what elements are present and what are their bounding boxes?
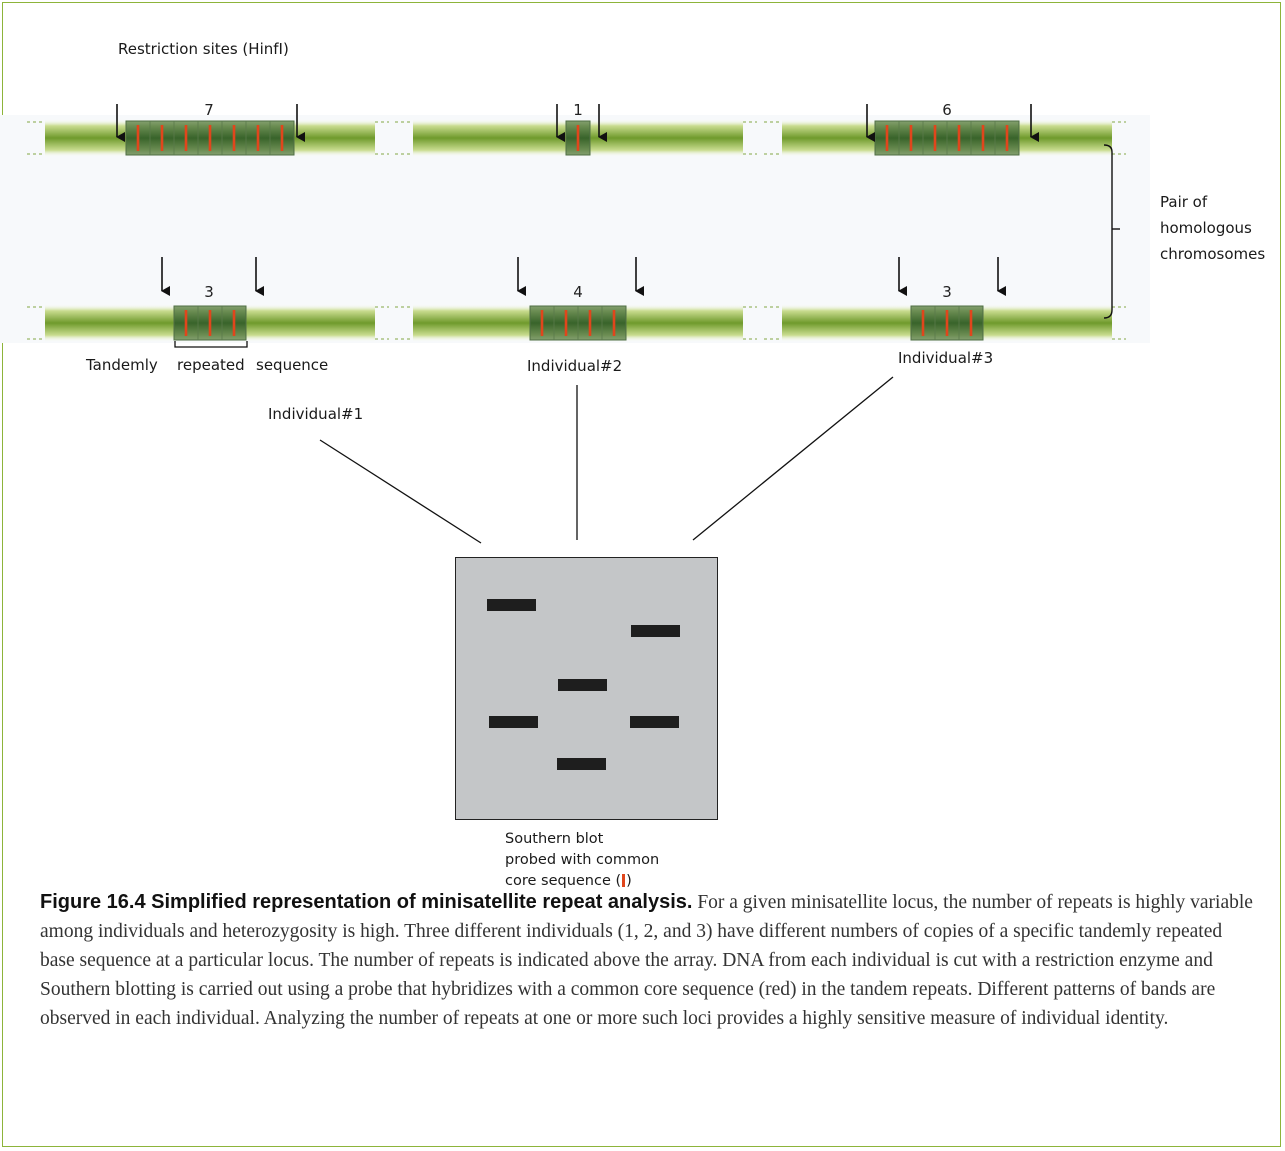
repeated-label: repeated	[177, 356, 245, 374]
blot-band-ind3-a	[631, 625, 680, 637]
repeat-count-ind3-top: 6	[942, 101, 952, 119]
core-sequence-icon	[622, 874, 626, 887]
pair-label-line2: homologous	[1160, 219, 1252, 237]
figure-caption: Figure 16.4 Simplified representation of…	[40, 888, 1255, 1033]
restriction-sites-label: Restriction sites (HinfI)	[118, 40, 289, 58]
chromosome-group	[27, 119, 1126, 342]
repeat-count-ind3-bottom: 3	[942, 283, 952, 301]
individual-1-label: Individual#1	[268, 405, 364, 423]
blot-band-ind2-b	[557, 758, 606, 770]
connector-ind1	[319, 439, 482, 544]
blot-band-ind1-a	[487, 599, 536, 611]
southern-blot	[455, 557, 718, 820]
pair-label-line1: Pair of	[1160, 193, 1208, 211]
southern-label-line2: probed with common	[505, 852, 660, 868]
southern-label-line1: Southern blot	[505, 831, 604, 847]
southern-label-close: )	[626, 873, 632, 889]
figure-title: Figure 16.4 Simplified representation of…	[40, 891, 693, 913]
homologous-bracket	[1103, 144, 1113, 319]
repeat-count-ind1-top: 7	[204, 101, 214, 119]
sequence-label: sequence	[256, 356, 329, 374]
diagram-svg	[27, 104, 1126, 544]
connector-ind3	[692, 376, 894, 541]
southern-label-line3: core sequence ()	[505, 873, 632, 889]
blot-band-ind1-b	[489, 716, 538, 728]
blot-band-ind2-a	[558, 679, 607, 691]
individual-3-label: Individual#3	[898, 349, 994, 367]
repeat-count-ind2-bottom: 4	[573, 283, 583, 301]
tandem-label: Tandemly	[86, 356, 158, 374]
pair-label-line3: chromosomes	[1160, 245, 1266, 263]
blot-band-ind3-b	[630, 716, 679, 728]
southern-label-line3-text: core sequence (	[505, 873, 622, 889]
tandem-bracket	[174, 341, 248, 348]
connector-lines	[319, 376, 894, 544]
caption-text: For a given minisatellite locus, the num…	[40, 892, 1253, 1029]
repeat-count-ind2-top: 1	[573, 101, 583, 119]
individual-2-label: Individual#2	[527, 357, 623, 375]
repeat-count-ind1-bottom: 3	[204, 283, 214, 301]
restriction-arrows	[116, 104, 1039, 296]
